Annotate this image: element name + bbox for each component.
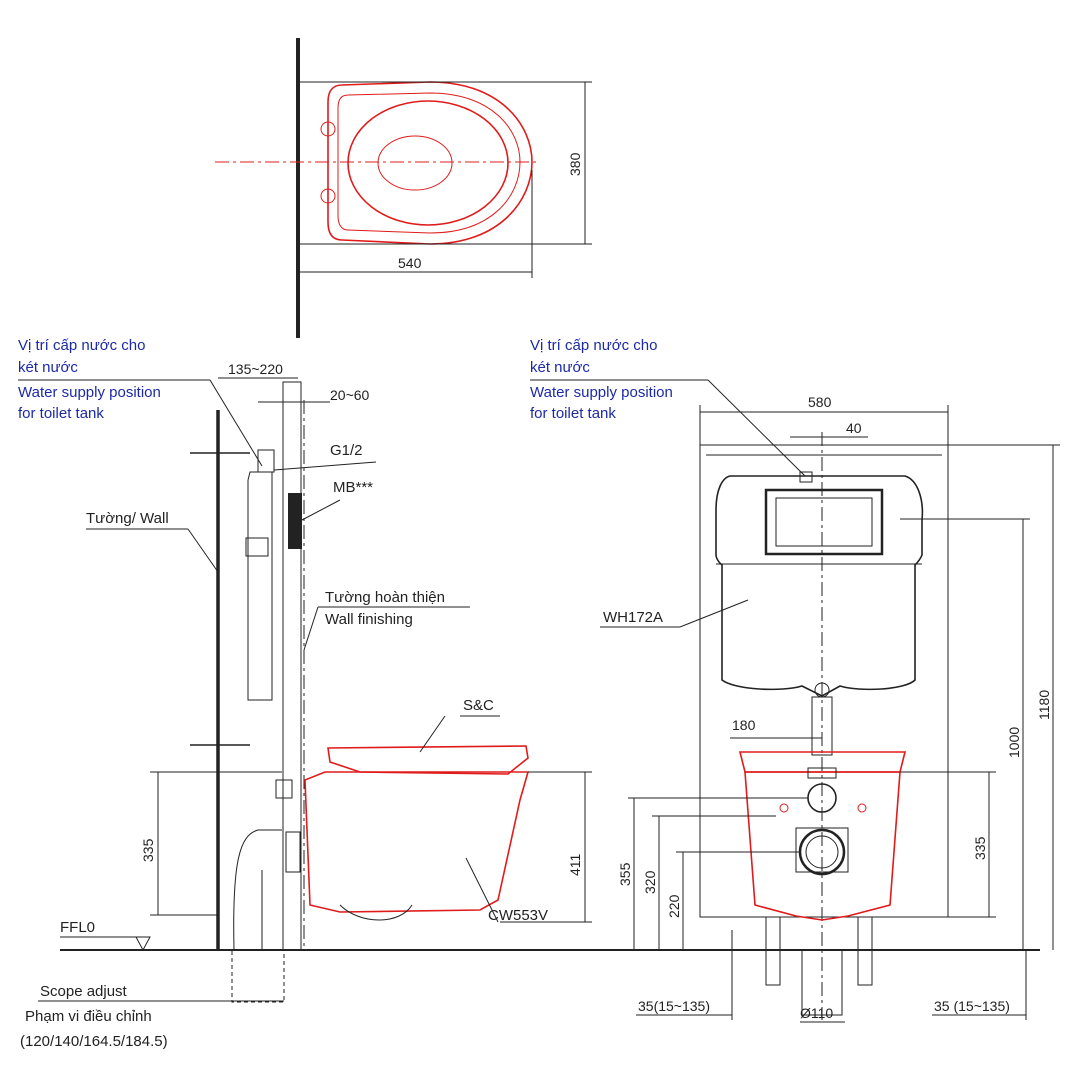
dim-right-foot-label: 35 (15~135) <box>934 998 1010 1014</box>
side-wall-finishing-vi: Tường hoàn thiện <box>325 589 445 606</box>
top-bowl-rim <box>347 100 509 226</box>
front-leg-left <box>765 916 781 986</box>
scope-values: (120/140/164.5/184.5) <box>20 1033 168 1050</box>
dim-pipe-label: Ø110 <box>800 1005 833 1021</box>
side-frame-foot <box>231 949 285 1003</box>
side-inlet-fitting <box>275 779 293 799</box>
top-hinge-lower-icon <box>320 188 336 204</box>
front-bolt-left <box>779 803 789 813</box>
side-sc-label: S&C <box>463 697 494 714</box>
dim-411-label: 411 <box>567 853 583 876</box>
side-bowl <box>304 771 530 913</box>
dim-220-label: 220 <box>666 894 682 918</box>
side-tank-connector <box>245 537 269 557</box>
side-water-leader-2 <box>209 379 263 467</box>
side-bowl-label: CW553V <box>488 907 548 924</box>
dim-180-label: 180 <box>732 717 756 733</box>
side-water-supply-vi-2: két nước <box>18 359 78 376</box>
side-bowl-base <box>339 904 413 921</box>
dim-320-label: 320 <box>642 870 658 894</box>
dim-540-label: 540 <box>398 255 422 271</box>
front-frame-label: WH172A <box>603 609 663 626</box>
top-bowl-opening <box>377 135 453 191</box>
front-water-supply-vi-2: két nước <box>530 359 590 376</box>
top-seat-outline <box>327 81 533 245</box>
front-water-supply-en-2: for toilet tank <box>530 405 616 422</box>
side-view: Vị trí cấp nước cho két nước Water suppl… <box>18 337 1040 1050</box>
side-tank <box>247 471 273 701</box>
front-waste-outlet-inner <box>805 835 839 869</box>
front-bowl <box>744 771 901 921</box>
side-seat <box>327 745 529 775</box>
dim-335r-label: 335 <box>972 836 988 860</box>
side-water-supply-en-1: Water supply position <box>18 384 161 401</box>
front-supply-valve <box>799 471 813 483</box>
side-wall-leader-2 <box>187 528 219 573</box>
dim-380-label: 380 <box>567 152 583 176</box>
dim-335-label: 335 <box>140 838 156 862</box>
side-wall-label: Tường/ Wall <box>86 510 169 527</box>
side-ffl-label: FFL0 <box>60 919 95 936</box>
dim-20-60-label: 20~60 <box>330 387 370 403</box>
front-inlet-fitting <box>807 767 837 779</box>
side-mb-label: MB*** <box>333 479 373 496</box>
side-water-supply-en-2: for toilet tank <box>18 405 104 422</box>
top-seat-inner <box>337 92 521 234</box>
side-sc-leader-2 <box>419 715 446 753</box>
side-wall-finishing-en: Wall finishing <box>325 611 413 628</box>
front-bolt-right <box>857 803 867 813</box>
side-waste-connector <box>285 831 301 873</box>
front-frame-leader-2 <box>679 599 749 628</box>
dim-355-label: 355 <box>617 862 633 886</box>
front-waste-bracket <box>795 827 849 873</box>
dim-135-label: 135~220 <box>228 361 283 377</box>
dim-580-label: 580 <box>808 394 832 410</box>
side-g12-label: G1/2 <box>330 442 363 459</box>
side-mb-plate <box>288 493 302 549</box>
dim-1000-label: 1000 <box>1006 727 1022 758</box>
side-mb-leader <box>301 499 341 521</box>
front-flush-pipe <box>811 696 833 756</box>
dim-40-label: 40 <box>846 420 862 436</box>
side-wall-finishing-leader-2 <box>303 606 319 651</box>
side-g12-fitting <box>257 449 275 473</box>
side-g12-leader <box>273 461 377 471</box>
front-tank <box>715 475 924 697</box>
scope-en: Scope adjust <box>40 983 128 1000</box>
front-flush-plate <box>764 488 884 556</box>
side-ffl-marker-icon <box>135 936 151 952</box>
front-view: Vị trí cấp nước cho két nước Water suppl… <box>530 337 1060 1023</box>
top-view: 380 540 <box>215 38 592 338</box>
front-leg-right <box>857 916 873 986</box>
front-flush-plate-inner <box>775 497 873 547</box>
side-waste-pipe <box>233 829 282 951</box>
side-bowl-leader <box>465 857 499 923</box>
dim-left-foot-label: 35(15~135) <box>638 998 710 1014</box>
top-hinge-upper-icon <box>320 121 336 137</box>
front-frame <box>699 444 949 918</box>
front-pipe-foot <box>801 949 843 1016</box>
front-water-supply-vi-1: Vị trí cấp nước cho <box>530 337 657 354</box>
front-water-leader-2 <box>707 379 806 477</box>
side-water-supply-vi-1: Vị trí cấp nước cho <box>18 337 145 354</box>
front-water-supply-en-1: Water supply position <box>530 384 673 401</box>
dim-1180-label: 1180 <box>1036 690 1052 720</box>
scope-vi: Phạm vi điều chỉnh <box>25 1008 152 1025</box>
